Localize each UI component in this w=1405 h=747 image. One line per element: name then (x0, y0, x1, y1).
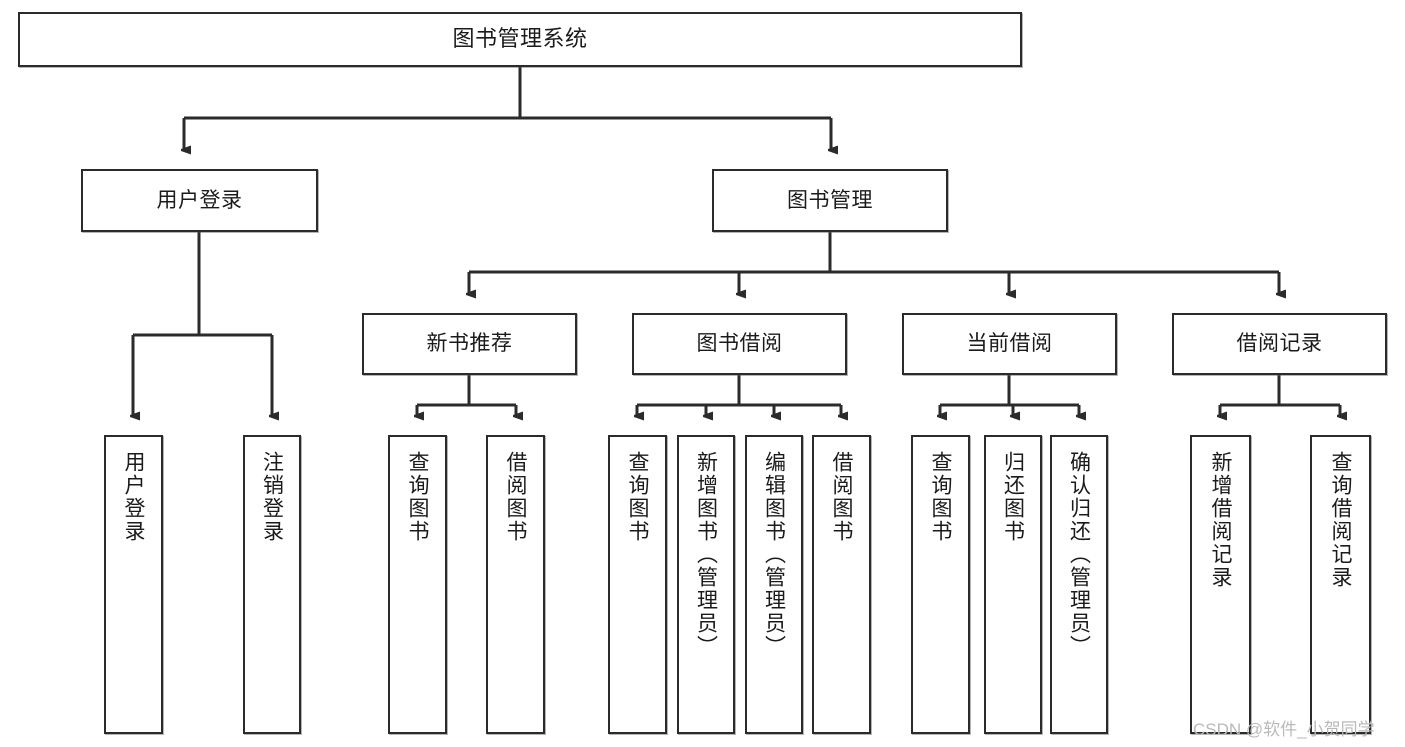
node-book-management[interactable]: 图书管理 (712, 169, 948, 232)
node-leaf-user-login[interactable]: 用户登录 (104, 435, 163, 734)
node-leaf-edit-book[interactable]: 编辑图书（管理员） (745, 435, 803, 734)
node-borrow-record[interactable]: 借阅记录 (1172, 313, 1387, 375)
node-leaf-add-book[interactable]: 新增图书（管理员） (677, 435, 735, 734)
node-leaf-user-logout[interactable]: 注销登录 (243, 435, 301, 734)
node-leaf-query-book-3[interactable]: 查询图书 (911, 435, 970, 734)
node-user-login-label: 用户登录 (156, 188, 243, 212)
node-leaf-borrow-book-2-label: 借阅图书 (830, 451, 853, 543)
node-leaf-add-borrow-record-label: 新增借阅记录 (1209, 451, 1232, 589)
node-leaf-add-book-label: 新增图书（管理员） (694, 451, 718, 658)
node-leaf-query-borrow-record[interactable]: 查询借阅记录 (1310, 435, 1371, 734)
node-leaf-user-login-label: 用户登录 (122, 451, 145, 543)
node-leaf-query-book-2-label: 查询图书 (626, 451, 649, 543)
node-root[interactable]: 图书管理系统 (18, 12, 1022, 67)
node-leaf-borrow-book-1[interactable]: 借阅图书 (486, 435, 545, 734)
node-leaf-borrow-book-1-label: 借阅图书 (504, 451, 527, 543)
node-leaf-query-book-2[interactable]: 查询图书 (608, 435, 667, 734)
watermark: CSDN @软件_小贺同学 (1193, 720, 1375, 739)
node-leaf-borrow-book-2[interactable]: 借阅图书 (812, 435, 871, 734)
node-book-borrow-label: 图书借阅 (696, 332, 783, 356)
node-leaf-return-book[interactable]: 归还图书 (984, 435, 1042, 734)
node-new-book-recommend-label: 新书推荐 (426, 332, 513, 356)
node-leaf-query-book-1-label: 查询图书 (406, 451, 429, 543)
node-leaf-query-book-3-label: 查询图书 (929, 451, 952, 543)
node-borrow-record-label: 借阅记录 (1236, 332, 1323, 356)
node-new-book-recommend[interactable]: 新书推荐 (362, 313, 577, 375)
node-leaf-return-book-label: 归还图书 (1001, 451, 1025, 543)
node-current-borrow[interactable]: 当前借阅 (902, 313, 1117, 375)
node-leaf-query-borrow-record-label: 查询借阅记录 (1329, 451, 1352, 589)
node-root-label: 图书管理系统 (452, 26, 588, 52)
node-book-borrow[interactable]: 图书借阅 (632, 313, 847, 375)
node-leaf-confirm-return[interactable]: 确认归还（管理员） (1050, 435, 1108, 734)
node-leaf-query-book-1[interactable]: 查询图书 (388, 435, 447, 734)
node-book-management-label: 图书管理 (787, 188, 873, 212)
node-current-borrow-label: 当前借阅 (966, 332, 1053, 356)
node-user-login[interactable]: 用户登录 (81, 169, 318, 232)
node-leaf-edit-book-label: 编辑图书（管理员） (762, 451, 786, 658)
node-leaf-user-logout-label: 注销登录 (260, 451, 284, 543)
node-leaf-confirm-return-label: 确认归还（管理员） (1067, 451, 1091, 658)
node-leaf-add-borrow-record[interactable]: 新增借阅记录 (1190, 435, 1251, 734)
